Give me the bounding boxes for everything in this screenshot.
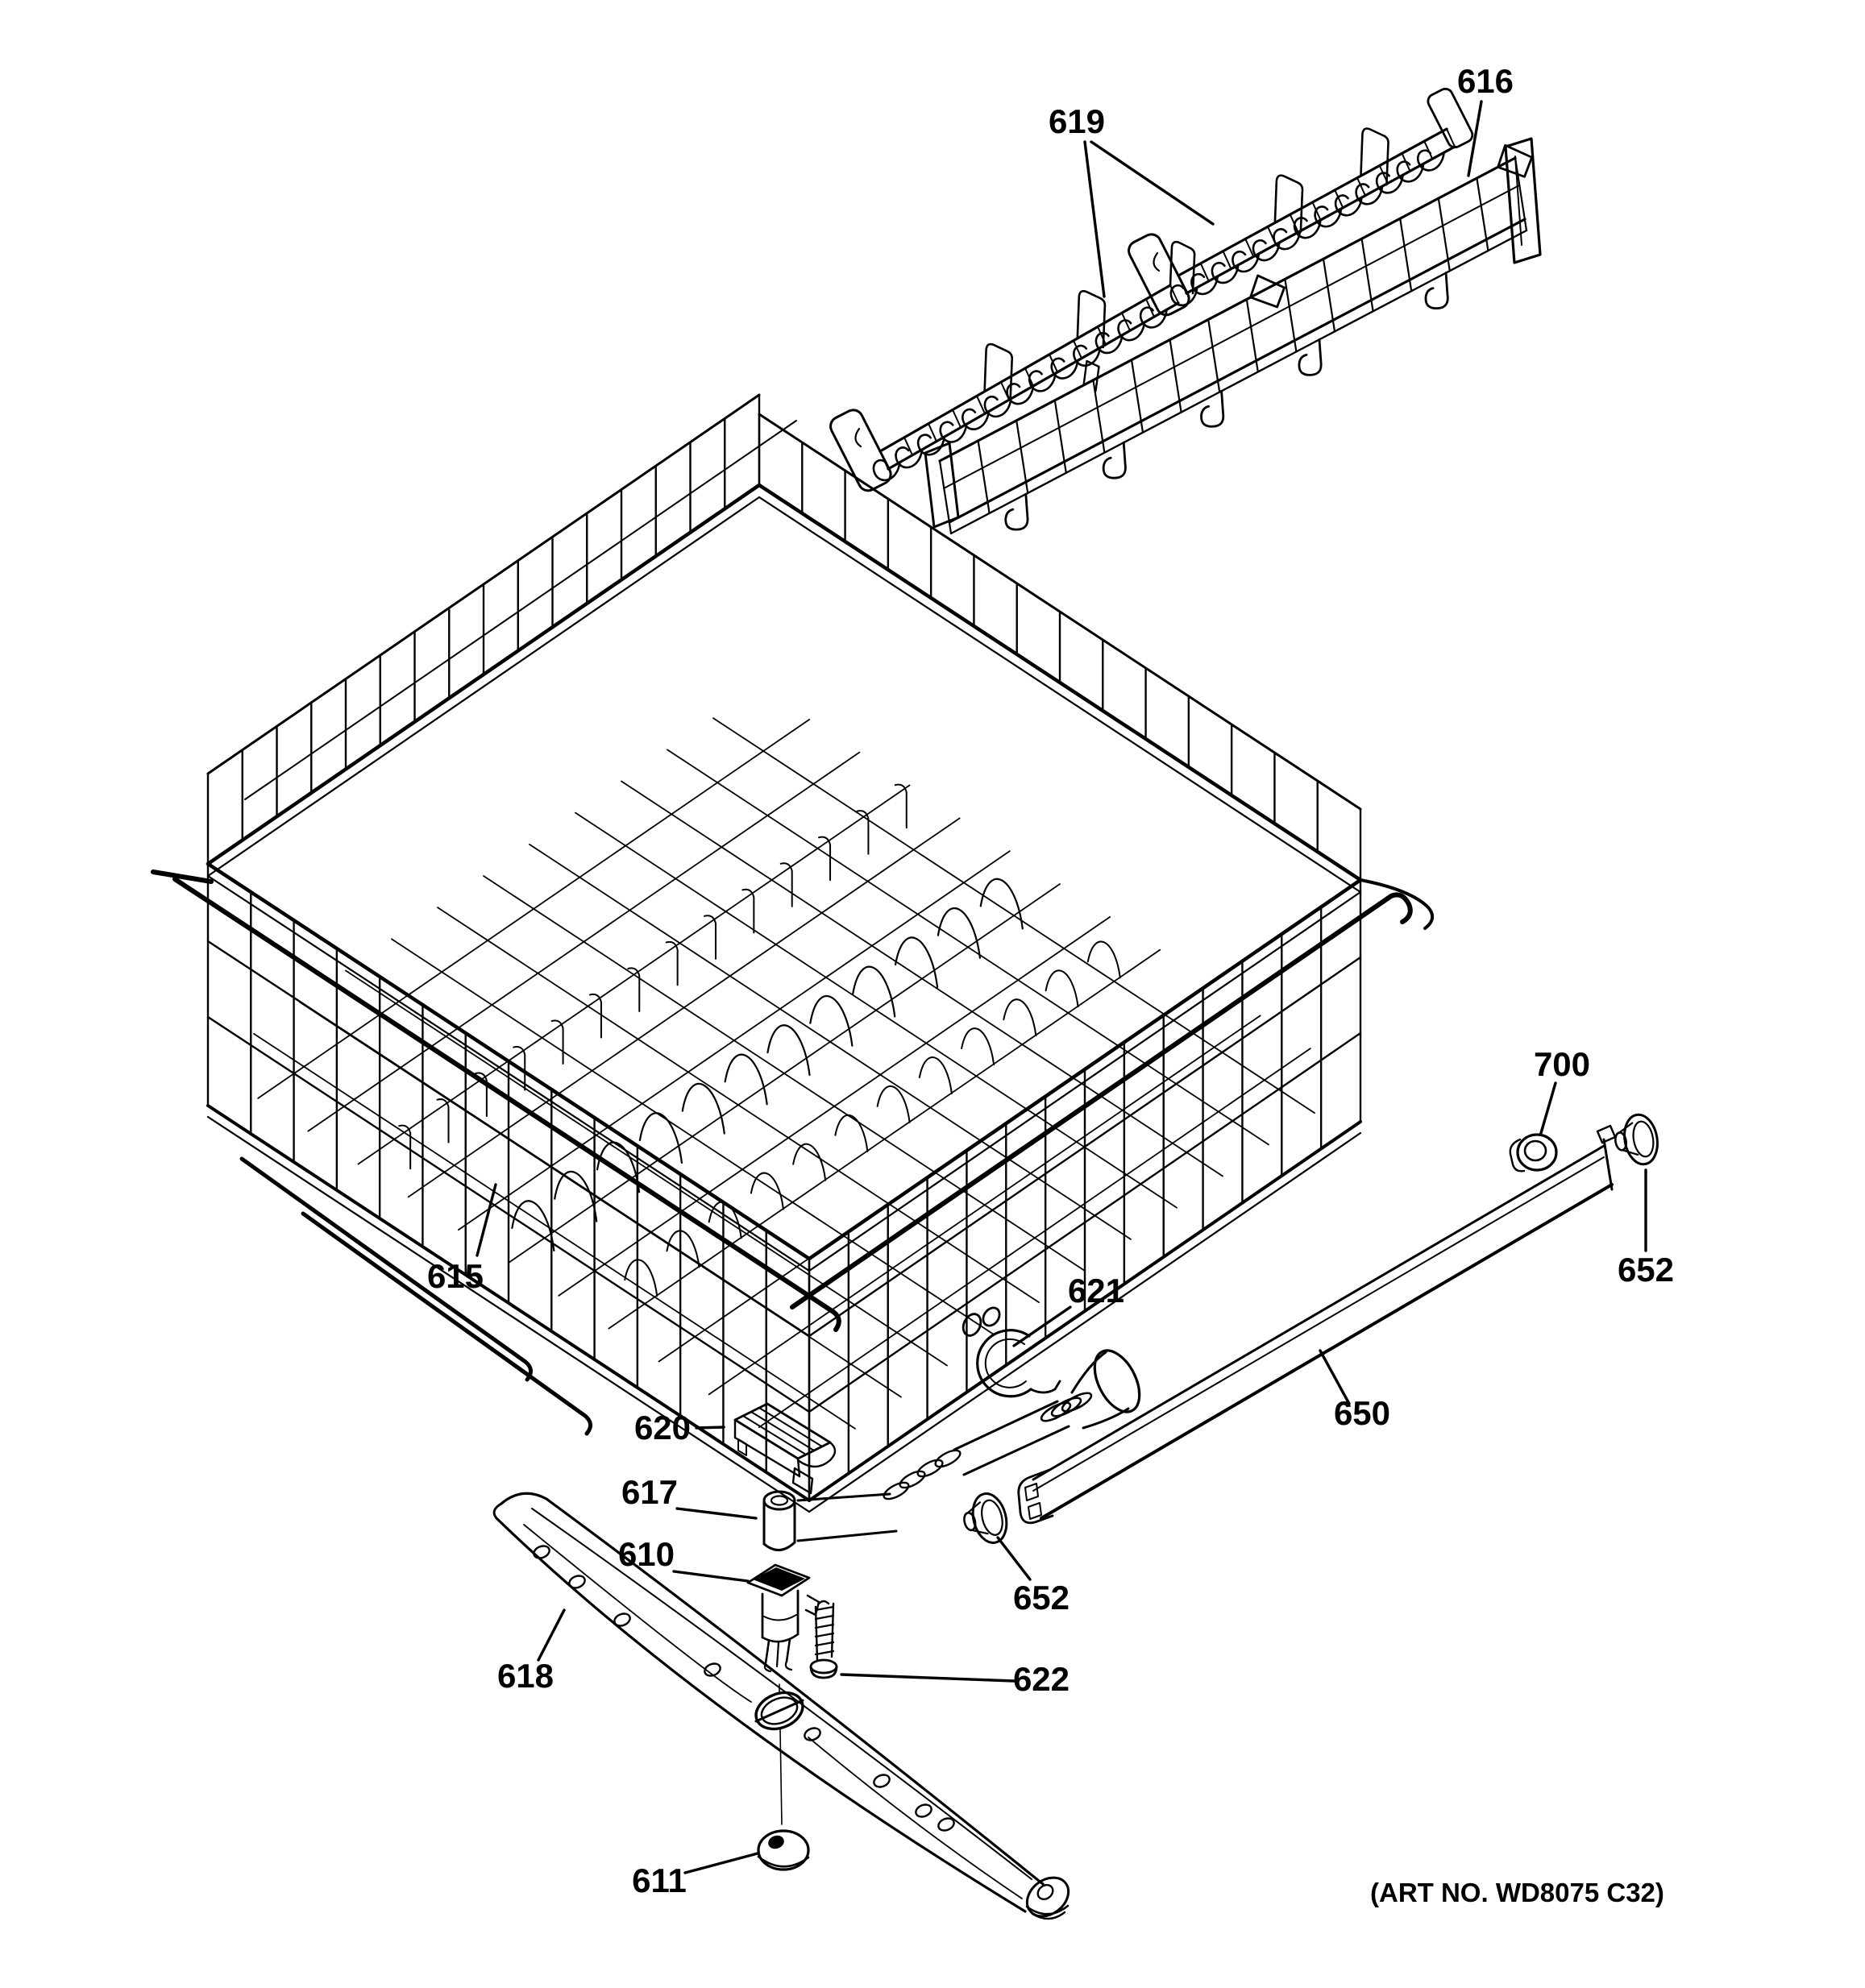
leader-line-621 bbox=[1012, 1305, 1072, 1347]
leader-line-616 bbox=[1467, 100, 1483, 177]
spray-arm-cap-611 bbox=[757, 1829, 810, 1871]
leader-line-650 bbox=[1319, 1349, 1351, 1405]
leader-line-617 bbox=[675, 1507, 758, 1520]
hose-clamp-621 bbox=[962, 1306, 1061, 1398]
mounting-screw-622 bbox=[809, 1600, 838, 1679]
callout-620: 620 bbox=[634, 1409, 691, 1446]
tine-clip-strips-619 bbox=[829, 87, 1474, 492]
callout-617: 617 bbox=[621, 1473, 678, 1511]
feed-tube-assembly-650 bbox=[796, 1124, 1617, 1542]
leader-line-700 bbox=[1539, 1081, 1557, 1135]
callout-622: 622 bbox=[1013, 1660, 1070, 1698]
leader-line-619 bbox=[1090, 140, 1215, 226]
rack-slide-track-616 bbox=[924, 137, 1542, 535]
leader-line-652-lower bbox=[996, 1536, 1032, 1581]
art-number-text: (ART NO. WD8075 C32) bbox=[1370, 1878, 1664, 1907]
callout-652-upper: 652 bbox=[1618, 1251, 1674, 1289]
end-clip-652-upper bbox=[1614, 1113, 1659, 1166]
callout-650: 650 bbox=[1334, 1394, 1390, 1432]
leader-line-620 bbox=[695, 1426, 725, 1430]
grommet-700 bbox=[1509, 1133, 1558, 1172]
end-clip-652-lower bbox=[963, 1492, 1008, 1544]
conduit-elbow-617 bbox=[762, 1490, 796, 1551]
callout-610: 610 bbox=[618, 1535, 675, 1573]
cover-620 bbox=[733, 1402, 837, 1495]
upper-rack-basket-615 bbox=[151, 393, 1435, 1513]
spray-arm-mount-610 bbox=[746, 1563, 820, 1673]
callout-611: 611 bbox=[632, 1861, 687, 1899]
lower-spray-arm-618 bbox=[492, 1492, 1070, 1920]
callout-616: 616 bbox=[1457, 62, 1514, 100]
leader-line-610 bbox=[672, 1570, 750, 1583]
callout-700: 700 bbox=[1534, 1045, 1590, 1083]
leader-line-622 bbox=[840, 1673, 1016, 1683]
leader-line-615 bbox=[476, 1183, 497, 1257]
leader-line-619 bbox=[1083, 140, 1106, 298]
leader-line-618 bbox=[537, 1608, 566, 1662]
leader-line-611 bbox=[683, 1852, 759, 1874]
part-number-callouts: 619 616 615 700 652 650 621 620 617 610 652 622 618 6… bbox=[427, 62, 1674, 1899]
callout-619: 619 bbox=[1049, 102, 1105, 140]
callout-618: 618 bbox=[497, 1657, 554, 1695]
callout-652-lower: 652 bbox=[1013, 1579, 1070, 1617]
callout-615: 615 bbox=[427, 1257, 484, 1295]
callout-621: 621 bbox=[1068, 1272, 1124, 1309]
